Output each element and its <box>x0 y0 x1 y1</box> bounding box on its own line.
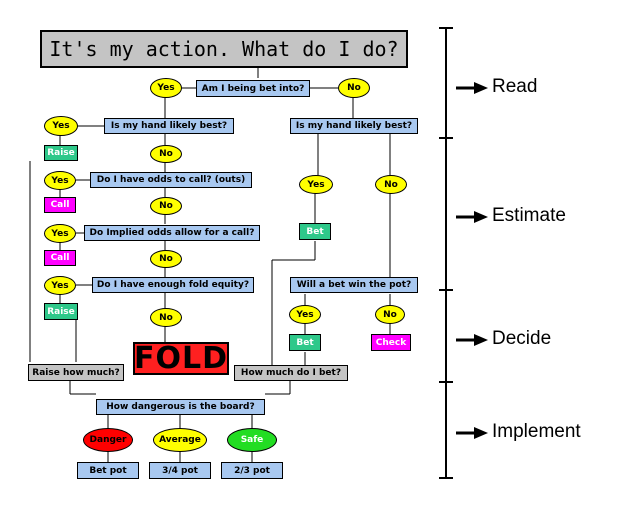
check-action: Check <box>371 334 411 351</box>
yes-oval-odds-call: Yes <box>44 171 76 190</box>
fold-action: FOLD <box>133 341 229 376</box>
diagram-title: It's my action. What do I do? <box>40 30 408 68</box>
question-board-danger: How dangerous is the board? <box>96 399 265 415</box>
three-quarter-pot-result: 3/4 pot <box>149 462 211 479</box>
yes-oval-implied-odds: Yes <box>44 224 76 243</box>
two-third-pot-result: 2/3 pot <box>221 462 283 479</box>
question-odds-call: Do I have odds to call? (outs) <box>90 172 252 188</box>
yes-oval-bet-into: Yes <box>150 78 182 98</box>
question-bet-win-pot: Will a bet win the pot? <box>290 277 418 293</box>
no-oval-bet-win-pot: No <box>375 305 405 324</box>
no-oval-hand-best-left: No <box>150 145 182 163</box>
danger-oval: Danger <box>83 428 133 452</box>
stage-read: Read <box>492 76 538 97</box>
no-oval-bet-into: No <box>338 78 370 98</box>
bet-action-right: Bet <box>299 223 331 240</box>
average-oval: Average <box>153 428 207 452</box>
question-hand-best-left: Is my hand likely best? <box>104 118 234 134</box>
bet-action-win-pot: Bet <box>289 334 321 351</box>
yes-oval-hand-best-left: Yes <box>44 116 78 136</box>
no-oval-fold-equity: No <box>150 308 182 327</box>
yes-oval-bet-win-pot: Yes <box>289 305 321 324</box>
raise-action-top: Raise <box>44 145 78 161</box>
call-action-odds: Call <box>44 197 76 213</box>
raise-action-bottom: Raise <box>44 303 78 320</box>
question-implied-odds: Do Implied odds allow for a call? <box>84 225 260 241</box>
question-fold-equity: Do I have enough fold equity? <box>92 277 254 293</box>
bet-pot-result: Bet pot <box>77 462 139 479</box>
stage-estimate: Estimate <box>492 205 566 226</box>
stage-decide: Decide <box>492 328 552 349</box>
question-raise-how-much: Raise how much? <box>28 364 124 381</box>
question-bet-into: Am I being bet into? <box>196 80 310 97</box>
stage-implement: Implement <box>492 421 581 442</box>
no-oval-hand-best-right: No <box>375 175 407 194</box>
no-oval-implied-odds: No <box>150 250 182 268</box>
call-action-implied: Call <box>44 250 76 266</box>
yes-oval-fold-equity: Yes <box>44 276 76 295</box>
question-hand-best-right: Is my hand likely best? <box>290 118 418 134</box>
no-oval-odds-call: No <box>150 197 182 215</box>
yes-oval-hand-best-right: Yes <box>299 175 333 194</box>
safe-oval: Safe <box>227 428 277 452</box>
question-bet-how-much: How much do I bet? <box>234 365 348 381</box>
